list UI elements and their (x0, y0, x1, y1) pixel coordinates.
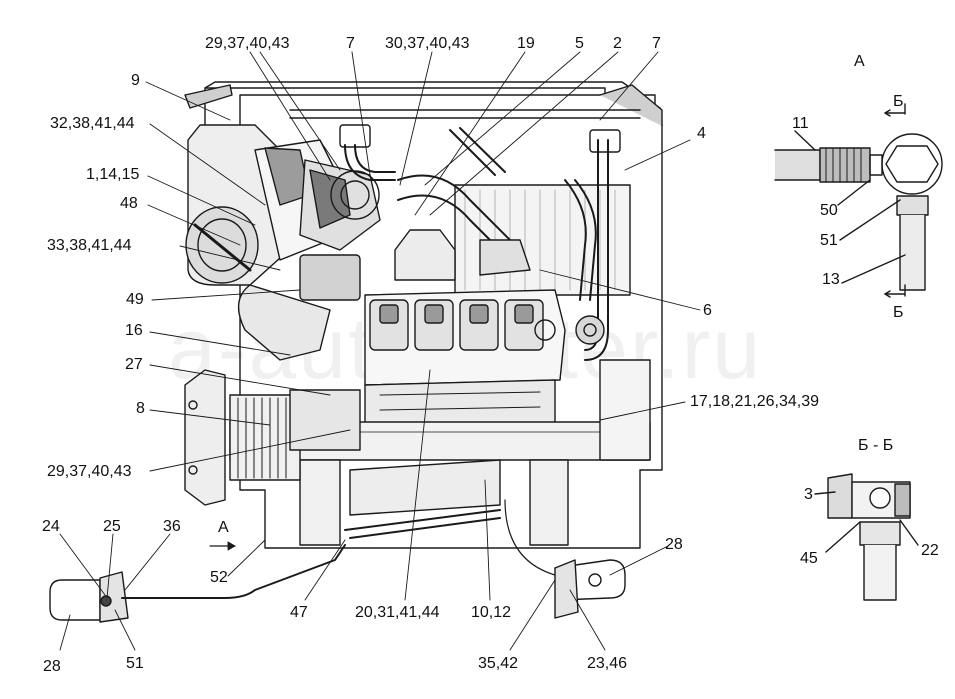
expansion-tank-left (49, 544, 346, 623)
detail-a-section-mark-bottom: Б (893, 304, 904, 321)
callout-20-31-41-44: 20,31,41,44 (355, 604, 440, 621)
detail-a-section-mark-top: Б (893, 93, 904, 110)
callout-22: 22 (921, 542, 939, 559)
callout-27: 27 (125, 356, 143, 373)
callout-28-right: 28 (665, 536, 683, 553)
callout-51-detail: 51 (820, 232, 838, 249)
callout-29-37-40-43-top: 29,37,40,43 (205, 35, 290, 52)
callout-29-37-40-43-bottom: 29,37,40,43 (47, 463, 132, 480)
air-filter (185, 124, 381, 361)
callout-52: 52 (210, 569, 228, 586)
callout-7-top-left: 7 (346, 35, 355, 52)
detail-a-title: А (854, 53, 865, 70)
callout-2: 2 (613, 35, 622, 52)
callout-36: 36 (163, 518, 181, 535)
callout-3: 3 (804, 486, 813, 503)
callout-47: 47 (290, 604, 308, 621)
callout-35-42: 35,42 (478, 655, 519, 672)
view-a-arrow-label: A (218, 519, 229, 536)
callout-13: 13 (822, 271, 840, 288)
callout-16: 16 (125, 322, 143, 339)
callout-50: 50 (820, 202, 838, 219)
callout-10-12: 10,12 (471, 604, 512, 621)
callout-7-top-right: 7 (652, 35, 661, 52)
callout-8: 8 (136, 400, 145, 417)
callout-4: 4 (697, 125, 706, 142)
callout-32-38-41-44: 32,38,41,44 (50, 115, 135, 132)
callout-6: 6 (703, 302, 712, 319)
detail-a-view (774, 103, 943, 298)
callout-17-18-21-26-34-39: 17,18,21,26,34,39 (690, 393, 820, 410)
callout-24: 24 (42, 518, 60, 535)
detail-bb-title: Б - Б (858, 437, 894, 454)
callout-5: 5 (575, 35, 584, 52)
engine-block (364, 229, 605, 431)
callout-51-bottom: 51 (126, 655, 144, 672)
callout-45: 45 (800, 550, 818, 567)
callout-28-left: 28 (43, 658, 61, 675)
callout-48: 48 (120, 195, 138, 212)
callout-1-14-15: 1,14,15 (86, 166, 140, 183)
callout-9: 9 (131, 72, 140, 89)
callout-11: 11 (792, 115, 809, 132)
callout-23-46: 23,46 (587, 655, 628, 672)
callout-25: 25 (103, 518, 121, 535)
leader-lines (59, 51, 701, 651)
detail-bb-view (814, 473, 919, 601)
expansion-tank-right (554, 559, 626, 619)
callout-49: 49 (126, 291, 144, 308)
callout-33-38-41-44: 33,38,41,44 (47, 237, 132, 254)
callout-19: 19 (517, 35, 535, 52)
callout-30-37-40-43: 30,37,40,43 (385, 35, 470, 52)
